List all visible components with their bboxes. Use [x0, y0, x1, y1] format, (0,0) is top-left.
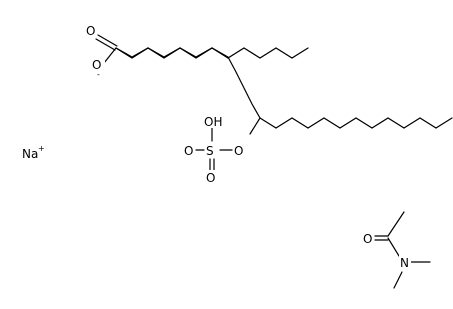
atom-o-sulfonyl-bottom: O	[205, 170, 217, 185]
bond-backbone	[115, 47, 261, 119]
atom-o-sulfonyl-left: O	[183, 143, 195, 158]
atom-o-amide: O	[362, 231, 374, 246]
atom-s: S	[205, 143, 217, 158]
svg-text:O: O	[86, 24, 95, 38]
bond-c-o-ester	[249, 117, 261, 135]
svg-text:+: +	[38, 144, 45, 153]
bond-n-methyl-2	[393, 271, 403, 289]
svg-text:O: O	[363, 232, 372, 246]
atom-n-amide: N	[399, 255, 411, 270]
bond-carbonyl-double-2	[95, 38, 116, 51]
svg-text:Na: Na	[22, 147, 38, 161]
bond-carbonyl-double-1	[97, 34, 118, 47]
svg-text:OH: OH	[204, 115, 222, 129]
atom-o-ester: O	[233, 143, 245, 158]
svg-text:O: O	[206, 171, 215, 185]
atom-o-carboxylate: O -	[91, 58, 105, 79]
svg-text:O: O	[92, 58, 101, 72]
svg-text:-: -	[97, 70, 100, 79]
atom-o-carbonyl: O	[85, 23, 97, 38]
sodium-ion: Na +	[22, 144, 45, 161]
bond-amide-carbonyl-c	[387, 211, 405, 237]
atom-oh: OH	[203, 114, 223, 129]
bond-carboxylate-single	[103, 47, 117, 64]
bond-lower-chain	[259, 117, 453, 129]
svg-text:S: S	[206, 144, 214, 158]
svg-text:O: O	[234, 144, 243, 158]
bond-amide-c-n	[387, 237, 400, 257]
svg-text:N: N	[400, 256, 409, 270]
svg-text:O: O	[184, 144, 193, 158]
